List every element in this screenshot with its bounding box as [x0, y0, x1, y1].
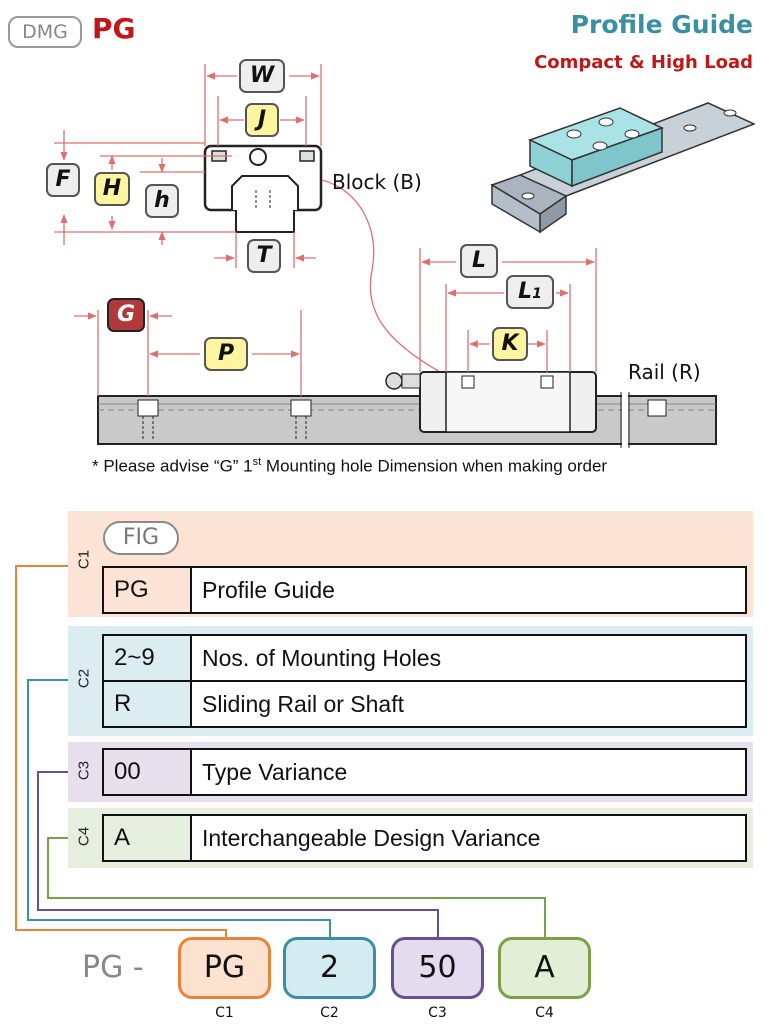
dimension-l1-label: L1 — [506, 275, 554, 309]
spec-code: A — [104, 816, 192, 860]
dimension-k-label: K — [492, 327, 528, 361]
block-label: Block (B) — [332, 170, 422, 194]
note-superscript: st — [252, 456, 262, 468]
note-text-start: * Please advise “G” 1 — [92, 456, 253, 476]
spec-row-pg: PG Profile Guide — [102, 566, 747, 614]
page-title: Profile Guide — [570, 10, 753, 39]
order-caption-c2: C2 — [320, 1005, 339, 1021]
spec-description: Nos. of Mounting Holes — [202, 644, 442, 671]
spec-description: Sliding Rail or Shaft — [202, 690, 404, 717]
isometric-block-image — [490, 102, 756, 234]
brand-badge: DMG — [8, 16, 82, 48]
dimension-l-label: L — [460, 244, 498, 278]
order-code-prefix: PG - — [82, 950, 144, 985]
spec-description: Interchangeable Design Variance — [202, 824, 541, 851]
order-code-c2: 2 — [283, 937, 376, 999]
product-code: PG — [92, 12, 136, 45]
order-code-c3: 50 — [391, 937, 484, 999]
order-code-c4: A — [498, 937, 591, 999]
rail-side-view — [97, 371, 717, 448]
spec-description: Type Variance — [202, 758, 348, 785]
dimension-p-label: P — [204, 337, 248, 371]
dimension-l1-main: L — [518, 279, 533, 304]
dimension-h-label: H — [94, 172, 130, 206]
rail-label: Rail (R) — [628, 360, 701, 384]
dimension-l1-subscript: 1 — [532, 286, 542, 302]
fig-label: FIG — [103, 521, 179, 555]
dimension-j-label: J — [245, 103, 279, 137]
spec-row-design: A Interchangeable Design Variance — [102, 814, 747, 862]
note-text-end: Mounting hole Dimension when making orde… — [261, 456, 608, 476]
spec-description: Profile Guide — [202, 576, 335, 603]
order-caption-c1: C1 — [215, 1005, 234, 1021]
order-code-c1: PG — [178, 937, 271, 999]
spec-code: 00 — [104, 750, 192, 794]
technical-drawing — [54, 64, 756, 448]
dimension-w-label: W — [239, 59, 285, 93]
order-caption-c4: C4 — [535, 1005, 554, 1021]
dimension-h-small-label: h — [145, 184, 179, 218]
dimension-f-label: F — [46, 163, 80, 197]
block-dimension-lines — [54, 64, 441, 373]
spec-code: PG — [104, 568, 192, 612]
spec-code: 2~9 — [104, 636, 192, 680]
dimension-g-label: G — [107, 298, 145, 332]
page-subtitle: Compact & High Load — [534, 52, 753, 73]
spec-row-type: 00 Type Variance — [102, 748, 747, 796]
order-caption-c3: C3 — [428, 1005, 447, 1021]
block-end-view — [203, 144, 323, 233]
dimension-t-label: T — [247, 239, 281, 273]
order-note: * Please advise “G” 1st Mounting hole Di… — [92, 456, 607, 477]
spec-code: R — [104, 682, 192, 726]
spec-row-rail: R Sliding Rail or Shaft — [102, 680, 747, 728]
rail-dimension-lines — [74, 248, 597, 396]
